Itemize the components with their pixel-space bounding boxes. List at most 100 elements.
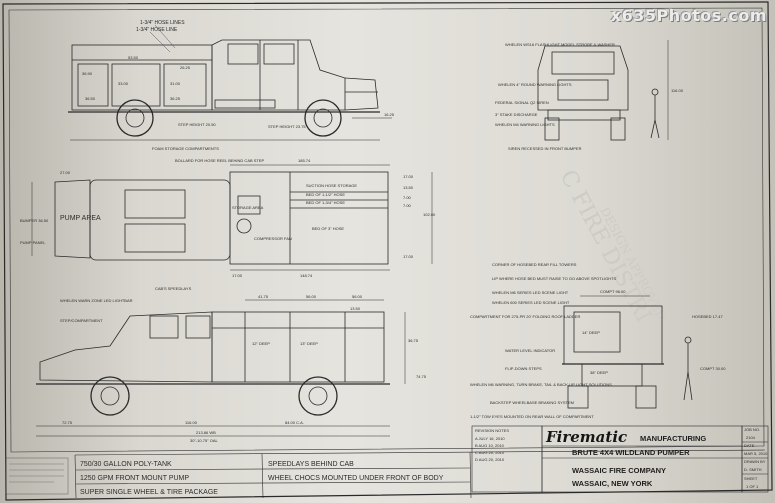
front-dim-1: 116.00 — [671, 88, 684, 93]
side-compartment-1 — [77, 63, 109, 107]
side-compartment-2 — [111, 63, 161, 107]
rear-label-tail: WHELEN M6 WARNING, TURN BRAKE, TAIL & BA… — [470, 382, 612, 387]
job-no-label: JOB NO. — [744, 427, 760, 432]
lower-cab-window-2 — [185, 315, 211, 339]
date-value: MAR 5, 2010 — [744, 451, 768, 456]
plan-label-bed-1: BED OF 1-1/2" HOSE — [306, 192, 345, 197]
company-logo: Firematic — [545, 428, 627, 446]
plan-dim-4: 27.00 — [60, 170, 71, 175]
lower-dim-g: 72.75 — [62, 420, 73, 425]
front-label-strobe: WHELEN WS16 FLASHLIGHT MODEL STROBE & WA… — [505, 42, 615, 47]
revision-a: A JULY 16, 2010 — [475, 436, 505, 441]
rear-scale-leg-r — [687, 371, 693, 401]
side-dim-4: 36.90 — [82, 71, 93, 76]
rear-label-600: WHELEN 600 SERIES LED SCENE LIGHT — [492, 300, 570, 305]
plan-pump-area — [54, 179, 91, 259]
rear-label-corner: CORNER OF HOSEBED REAR FILL TOWERS — [492, 262, 577, 267]
side-dim-5: 36.50 — [85, 96, 96, 101]
front-tire-right — [610, 117, 626, 141]
job-no-value: 2104 — [746, 435, 756, 440]
side-dim-3: 33.00 — [118, 81, 129, 86]
lower-dim-c: 56.00 — [352, 294, 363, 299]
rear-label-m6: WHELEN M6 SERIES LED SCENE LIGHT — [492, 290, 569, 295]
plan-label-suction: SUCTION HOSE STORAGE — [306, 183, 357, 188]
front-label-siren: FEDERAL SIGNAL Q2 SIREN — [495, 100, 549, 105]
lower-front-wheel — [90, 376, 130, 416]
side-compartment-3 — [163, 63, 207, 107]
plan-storage-box — [237, 195, 261, 215]
side-cab — [211, 39, 346, 111]
notes-row-rule-1 — [75, 467, 471, 471]
plan-dim-10: 17.00 — [403, 254, 414, 259]
side-hood — [344, 77, 379, 111]
lower-cab-window-1 — [149, 315, 179, 339]
scale-figure-leg-r — [654, 119, 660, 139]
plan-dim-1: 185.74 — [298, 158, 311, 163]
disclaimer-block — [5, 457, 69, 495]
lower-side-labels: CAB'S SPEEDLAYS WHELEN WARN ZONE LED LIG… — [60, 286, 427, 443]
revision-d: D AUG 20, 2010 — [475, 457, 505, 462]
customer-location: WASSAIC, NEW YORK — [572, 479, 653, 488]
plan-label-storage: STORAGE AREA — [232, 205, 264, 210]
lower-rear-hub — [308, 386, 328, 406]
plan-view — [31, 164, 433, 271]
bleedthrough-text: C FIRE DISTRI — [555, 166, 656, 327]
side-label-step-1: STEP HEIGHT 20.50 — [178, 122, 216, 127]
revision-heading: REVISION NOTES — [475, 428, 509, 433]
side-leader-1 — [154, 24, 176, 49]
rear-label-ladder: COMPARTMENT FOR 275-PR 20' FOLDING ROOF … — [470, 314, 580, 319]
lower-dim-d: 13.50 — [350, 306, 361, 311]
plan-label-bed-3: BED OF 3" HOSE — [312, 226, 344, 231]
scale-figure-leg-l — [650, 119, 656, 139]
front-label-recessed: SIREN RECESSED IN FRONT BUMPER — [508, 146, 582, 151]
side-step — [214, 99, 276, 109]
rear-label-braking: BACKSTEP WHEELBASE BRAKING SYSTEM — [490, 400, 574, 405]
rear-dim-4: 38" DEEP — [590, 370, 608, 375]
lower-dim-f: 74.75 — [416, 374, 427, 379]
front-label-discharge: 3" STAKE DISCHARGE — [495, 112, 538, 117]
note-wheels: SUPER SINGLE WHEEL & TIRE PACKAGE — [80, 489, 218, 496]
note-tank: 750/30 GALLON POLY-TANK — [80, 461, 172, 468]
notes-right-rule — [469, 451, 472, 499]
rear-scale-leg-l — [683, 371, 689, 401]
side-front-hub — [313, 108, 333, 128]
rear-dim-2: COMPT 30.00 — [700, 366, 726, 371]
side-dim-1: 53.50 — [128, 55, 139, 60]
rear-dim-5: 14" DEEP — [582, 330, 600, 335]
side-dim-7: 36.25 — [170, 96, 181, 101]
sheet-label: SHEET — [744, 476, 758, 481]
notes-mid-rule — [261, 453, 264, 499]
front-grille — [557, 79, 609, 101]
plan-dim-6: 13.50 — [403, 185, 414, 190]
revision-b: B AUG 10, 2010 — [475, 443, 505, 448]
side-dim-6: 31.00 — [170, 81, 181, 86]
lower-label-12-deep: 12" DEEP — [252, 341, 270, 346]
side-rear-wheel — [116, 99, 154, 137]
cab-window-1 — [227, 43, 259, 65]
side-label-hose-line: 1-3/4" HOSE LINE — [136, 27, 178, 33]
plan-label-pump-area: PUMP AREA — [60, 215, 101, 222]
rear-dim-3: HOSEBED 17.47 — [692, 314, 723, 319]
note-chocks: WHEEL CHOCS MOUNTED UNDER FRONT OF BODY — [268, 475, 444, 482]
side-view-labels: 1-3/4" HOSE LINES 1-3/4" HOSE LINE FOAM … — [82, 20, 395, 163]
side-dim-8: 16.25 — [384, 112, 395, 117]
company-suffix: MANUFACTURING — [640, 434, 706, 443]
plan-label-bed-2: BED OF 1-3/4" HOSE — [306, 200, 345, 205]
front-view — [537, 40, 669, 141]
side-leader-2 — [149, 31, 171, 53]
notes-text: 750/30 GALLON POLY-TANK 1250 GPM FRONT M… — [80, 461, 444, 496]
rear-view — [562, 295, 693, 409]
title-block-text: Firematic MANUFACTURING BRUTE 4X4 WILDLA… — [475, 427, 768, 489]
front-windshield — [551, 51, 615, 75]
rear-label-tow: 1-1/2" TOW EYES MOUNTED ON REAR WALL OF … — [470, 414, 594, 419]
note-pump: 1250 GPM FRONT MOUNT PUMP — [80, 475, 189, 482]
plan-label-pump-panel: PUMP PANEL — [20, 240, 46, 245]
rear-label-lip: LIP WHERE HOSE BED MUST RAISE TO GO ABOV… — [492, 276, 617, 281]
front-tire-left — [544, 117, 560, 141]
cab-window-2 — [263, 43, 295, 65]
lower-dim-k: 30"-10.75" OAL — [190, 438, 219, 443]
plan-dim-8: 7.00 — [403, 203, 412, 208]
inner-border — [8, 7, 765, 453]
revision-c: C AUG 20, 2010 — [475, 450, 505, 455]
